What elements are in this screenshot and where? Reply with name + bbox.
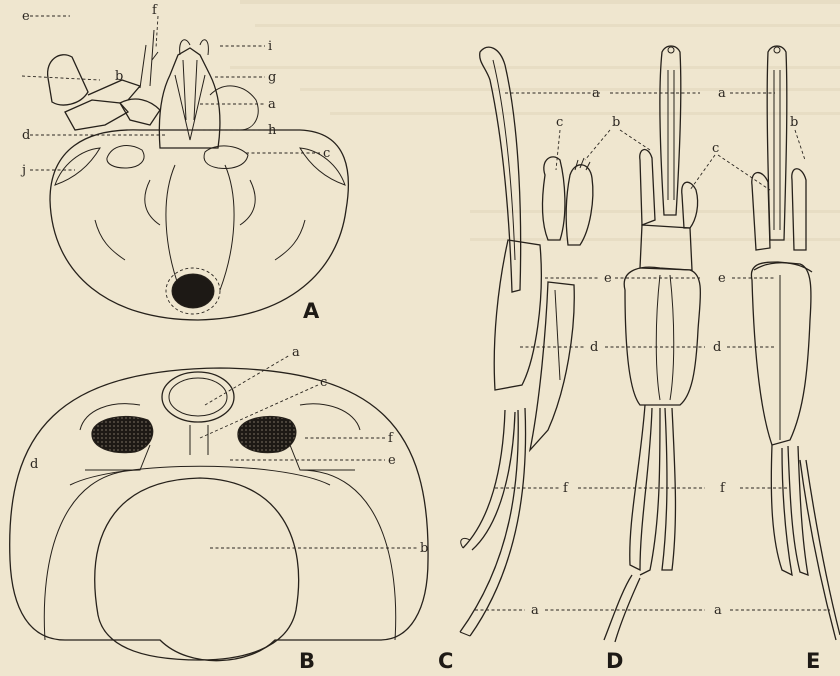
label-cde-e-left: e (604, 271, 612, 286)
label-cde-a-bottom-right: a (714, 603, 722, 618)
label-a-e: e (22, 9, 30, 24)
label-a-a: a (268, 97, 276, 112)
label-cde-c-left: c (556, 115, 563, 130)
label-b-a: a (292, 345, 300, 360)
label-b-b: b (420, 541, 428, 556)
label-cde-a-top-left: a (592, 86, 600, 101)
label-cde-b-right: b (790, 115, 798, 130)
label-cde-b-left: b (612, 115, 620, 130)
panel-title-b: B (299, 649, 315, 673)
label-a-b: b (115, 69, 123, 84)
panel-title-a: A (303, 299, 320, 323)
label-b-d: d (30, 457, 38, 472)
label-a-d: d (22, 128, 30, 143)
label-b-e: e (388, 453, 396, 468)
label-cde-a-bottom-left: a (531, 603, 539, 618)
label-b-c: c (320, 375, 327, 390)
panel-title-d: D (606, 649, 623, 673)
label-a-h: h (268, 123, 277, 138)
label-a-i: i (268, 39, 272, 54)
ocellus (172, 274, 214, 308)
label-a-g: g (268, 70, 276, 85)
ocellus-left (92, 416, 153, 452)
ocellus-right (238, 416, 296, 452)
label-a-c: c (323, 146, 330, 161)
panel-title-c: C (438, 649, 453, 673)
label-cde-a-top-right: a (718, 86, 726, 101)
label-cde-c-right: c (712, 141, 719, 156)
label-cde-d-right: d (713, 340, 721, 355)
label-cde-e-right: e (718, 271, 726, 286)
panel-title-e: E (806, 649, 820, 673)
label-cde-d-left: d (590, 340, 598, 355)
